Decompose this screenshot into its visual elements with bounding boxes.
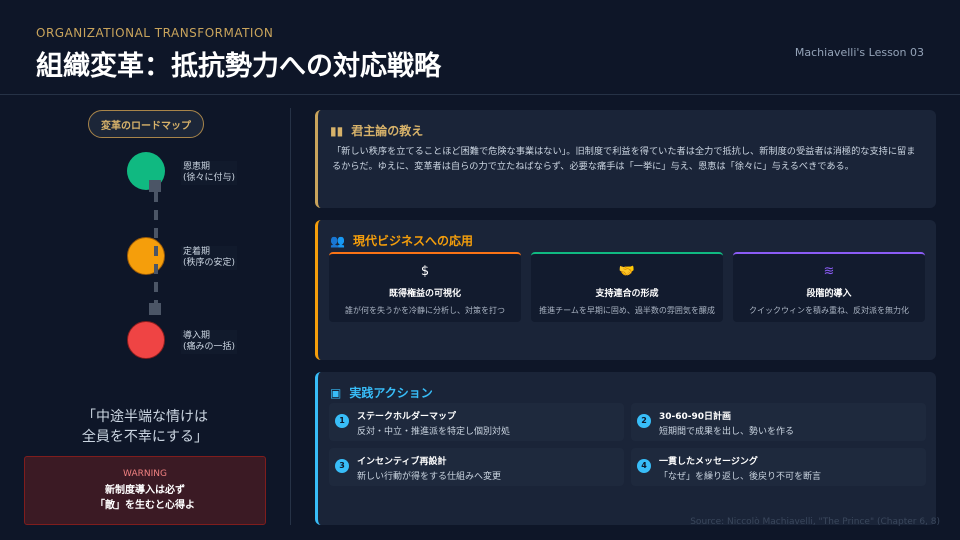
users-icon: 👥 (330, 233, 345, 248)
action-item: 4 一貫したメッセージング「なぜ」を繰り返し、後戻り不可を断言 (631, 448, 926, 486)
item-desc: 推進チームを早期に固め、過半数の雰囲気を醸成 (539, 306, 715, 315)
page-title: 組織変革：抵抗勢力への対応戦略 (36, 51, 441, 82)
action-desc: 短期間で成果を出し、勢いを作る (659, 427, 795, 437)
warning-label: WARNING (123, 469, 167, 479)
teaching-card: ▮▮ 君主論の教え 「新しい秩序を立てることほど困難で危険な事業はない」。旧制度で… (315, 110, 936, 208)
connector-end-square (149, 303, 161, 315)
item-title: 段階的導入 (806, 289, 852, 299)
application-item: $ 既得権益の可視化誰が何を失うかを冷静に分析し、対策を打つ (329, 252, 521, 322)
action-number: 4 (637, 459, 651, 473)
book-icon: ▮▮ (330, 123, 344, 138)
action-title: 30-60-90日計画 (659, 412, 732, 422)
roadmap-label: 変革のロードマップ (88, 110, 204, 138)
clipboard-check-icon: ▣ (330, 385, 342, 400)
item-title: 既得権益の可視化 (388, 289, 461, 299)
item-desc: クイックウィンを積み重ね、反対派を無力化 (749, 306, 909, 315)
search-dollar-icon: $ (420, 264, 430, 279)
phase-label: 定着期(秩序の安定) (181, 246, 238, 270)
phase-circle-settle (127, 237, 165, 275)
phase-circle-intro (127, 321, 165, 359)
phase-sub: (痛みの一括) (183, 342, 236, 352)
warning-text: 「敵」を生むと心得よ (95, 500, 195, 511)
layers-icon: ≋ (823, 264, 835, 279)
action-item: 2 30-60-90日計画短期間で成果を出し、勢いを作る (631, 403, 926, 441)
phase-name: 定着期 (183, 247, 211, 257)
actions-card: ▣ 実践アクション 1 ステークホルダーマップ反対・中立・推進派を特定し個別対処 2… (315, 372, 936, 525)
header-kicker: ORGANIZATIONAL TRANSFORMATION (36, 26, 274, 40)
item-desc: 誰が何を失うかを冷静に分析し、対策を打つ (345, 306, 505, 315)
quote-line: 「中途半端な情けは (82, 409, 208, 425)
action-number: 1 (335, 414, 349, 428)
phase-sub: (徐々に付与) (183, 173, 236, 183)
teaching-body: 「新しい秩序を立てることほど困難で危険な事業はない」。旧制度で利益を得ていた者は… (332, 146, 916, 172)
action-item: 1 ステークホルダーマップ反対・中立・推進派を特定し個別対処 (329, 403, 624, 441)
action-number: 3 (335, 459, 349, 473)
card-title: 実践アクション (349, 386, 433, 400)
action-number: 2 (637, 414, 651, 428)
action-title: インセンティブ再設計 (357, 457, 447, 467)
action-desc: 反対・中立・推進派を特定し個別対処 (357, 427, 511, 437)
phase-label: 導入期(痛みの一括) (181, 330, 238, 354)
application-item: 🤝 支持連合の形成推進チームを早期に固め、過半数の雰囲気を醸成 (531, 252, 723, 322)
handshake-icon: 🤝 (618, 264, 636, 279)
phase-name: 恩恵期 (183, 162, 211, 172)
phase-sub: (秩序の安定) (183, 258, 236, 268)
roadmap-dash (154, 192, 158, 306)
action-desc: 「なぜ」を繰り返し、後戻り不可を断言 (659, 472, 822, 482)
action-title: ステークホルダーマップ (357, 412, 457, 422)
connector-end-square (149, 180, 161, 192)
application-card: 👥 現代ビジネスへの応用 $ 既得権益の可視化誰が何を失うかを冷静に分析し、対策を打… (315, 220, 936, 360)
application-item: ≋ 段階的導入クイックウィンを積み重ね、反対派を無力化 (733, 252, 925, 322)
header-divider (0, 94, 960, 95)
quote-line: 全員を不幸にする」 (81, 429, 209, 445)
card-title: 君主論の教え (351, 124, 424, 138)
quote: 「中途半端な情けは全員を不幸にする」 (0, 407, 290, 447)
lesson-label: Machiavelli's Lesson 03 (794, 46, 924, 59)
phase-name: 導入期 (183, 331, 211, 341)
warning-text: 新制度導入は必ず (105, 485, 185, 496)
card-title: 現代ビジネスへの応用 (352, 234, 473, 248)
warning-box: WARNING 新制度導入は必ず「敵」を生むと心得よ (24, 456, 266, 525)
action-desc: 新しい行動が得をする仕組みへ変更 (357, 472, 502, 482)
action-title: 一貫したメッセージング (659, 457, 758, 467)
column-divider (290, 108, 291, 525)
phase-label: 恩恵期(徐々に付与) (181, 161, 238, 185)
source-citation: Source: Niccolò Machiavelli, "The Prince… (690, 517, 940, 527)
item-title: 支持連合の形成 (595, 289, 659, 299)
action-item: 3 インセンティブ再設計新しい行動が得をする仕組みへ変更 (329, 448, 624, 486)
